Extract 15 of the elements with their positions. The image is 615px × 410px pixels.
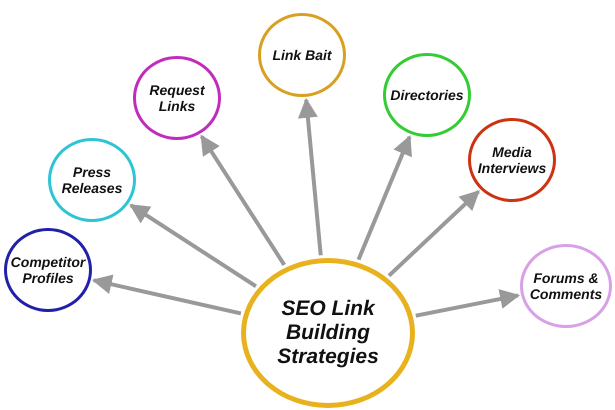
- circle-label: Directories: [390, 86, 464, 104]
- circle-label: Press Releases: [60, 164, 124, 196]
- circle-label: Media Interviews: [476, 144, 548, 176]
- circle-label: Link Bait: [272, 46, 332, 64]
- arrow: [92, 274, 242, 316]
- arrow: [356, 134, 412, 260]
- arrow: [129, 204, 258, 288]
- arrow: [415, 289, 520, 318]
- circle-label: Request Links: [148, 82, 206, 114]
- circle-label: Competitor Profiles: [10, 254, 87, 286]
- circle-label: SEO Link Building Strategies: [276, 296, 380, 370]
- circle-label: Forums & Comments: [528, 270, 604, 302]
- arrow: [200, 134, 286, 266]
- arrow: [388, 190, 480, 278]
- arrow: [298, 98, 323, 256]
